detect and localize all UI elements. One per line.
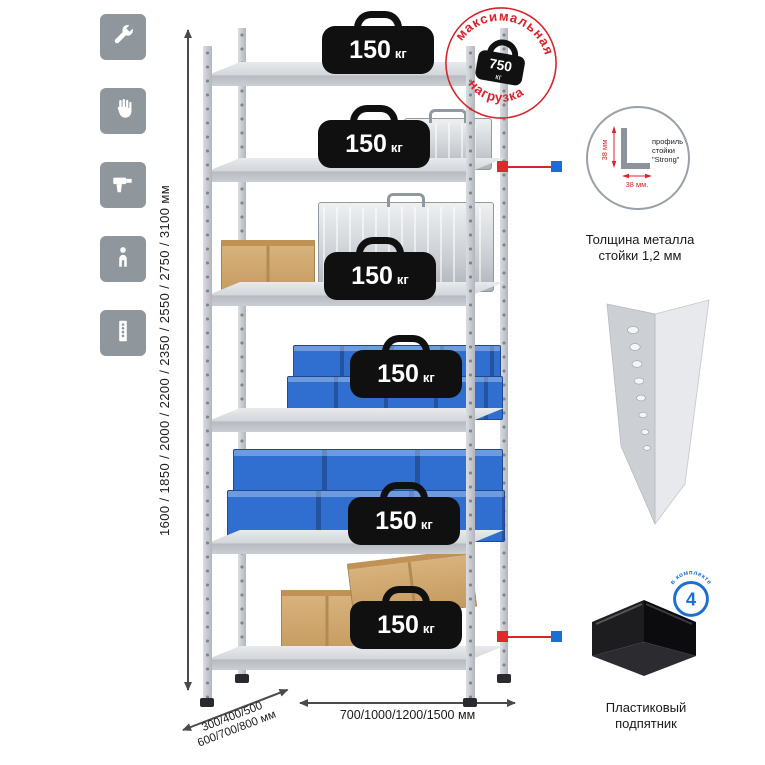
shelf-6 [206,646,504,670]
stamp-value: 750 [488,56,514,75]
load-unit: кг [420,517,433,532]
person-icon [110,244,136,275]
shelf-load-badge: 150 кг [348,497,460,545]
feature-tile-glove [100,88,146,134]
rack-post-front-left [203,46,212,700]
rack-foot [497,674,511,683]
stamp-weight-handle [486,39,519,58]
depth-dimension-label: 300/400/500 600/700/800 мм [171,689,298,759]
load-unit: кг [422,621,435,636]
height-dimension-label: 1600 / 1850 / 2000 / 2200 / 2350 / 2550 … [157,184,172,536]
rack-post-back-right [500,28,508,676]
rack-foot [463,698,477,707]
rack-post-front-right [466,46,475,700]
load-unit: кг [390,140,403,155]
kit-count-value: 4 [686,589,697,610]
profile-label-1: профиль [652,137,683,146]
shelf-load-badge: 150 кг [318,120,430,168]
wrench-icon [110,22,136,53]
shelf-load-badge: 150 кг [350,350,462,398]
angle-post-image [595,298,715,531]
profile-caption-line1: Толщина металла [585,232,695,247]
load-value: 150 [349,35,391,64]
svg-text:максимальная: максимальная [451,0,563,59]
load-value: 150 [377,359,419,388]
profile-detail-circle: 38 мм 38 мм. профиль стойки "Strong" [586,106,690,210]
feature-tile-person [100,236,146,282]
connector-line-top [498,166,560,168]
stamp-weight-body [475,50,525,86]
foot-caption-line2: подпятник [615,716,677,732]
profile-dim-vertical: 38 мм [600,140,609,161]
load-unit: кг [396,272,409,287]
profile-label-3: "Strong" [652,155,680,164]
kit-count-badge: 4 в комплекте [662,568,720,631]
height-dimension-line [184,29,192,691]
marker-red-top [497,161,508,172]
feature-tile-drill [100,162,146,208]
foot-caption-line1: Пластиковый [605,700,687,715]
profile-label-2: стойки [652,146,675,155]
profile-caption: Толщина металла стойки 1,2 мм [566,232,714,265]
profile-angle-shape [621,128,650,169]
width-dimension-line [299,699,516,707]
load-unit: кг [394,46,407,61]
shelf-load-badge: 150 кг [322,26,434,74]
stamp-arc-top: максимальная [451,0,563,59]
drill-icon [110,170,136,201]
foot-caption: Пластиковый подпятник [576,700,716,733]
shelf-4 [206,408,504,432]
shelf-load-badge: 150 кг [324,252,436,300]
load-value: 150 [375,506,417,535]
profile-dim-horizontal: 38 мм. [626,180,649,189]
load-unit: кг [422,370,435,385]
load-value: 150 [345,129,387,158]
stamp-unit: кг [495,72,503,82]
shelf-load-badge: 150 кг [350,601,462,649]
load-value: 150 [377,610,419,639]
feature-tile-tools [100,14,146,60]
blue-bins-row [233,449,503,492]
marker-blue-bottom [551,631,562,642]
rack-post-back-left [238,28,246,676]
marker-red-bottom [497,631,508,642]
feature-tile-profile [100,310,146,356]
profile-caption-line2: стойки 1,2 мм [598,248,682,264]
max-load-stamp: максимальная нагрузка 750 кг [433,0,570,131]
glove-icon [110,96,136,127]
rack-profile-icon [110,318,136,349]
connector-line-bottom [498,636,560,638]
load-value: 150 [351,261,393,290]
rack-foot [200,698,214,707]
width-dimension-label: 700/1000/1200/1500 мм [339,708,476,722]
plastic-foot-image [582,592,706,689]
rack-foot [235,674,249,683]
marker-blue-top [551,161,562,172]
